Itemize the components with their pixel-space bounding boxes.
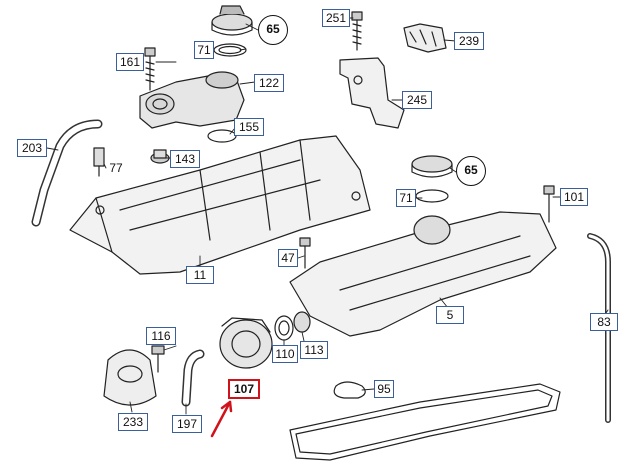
valve-assembly-122 bbox=[139, 71, 245, 129]
callout-113: 113 bbox=[300, 341, 328, 359]
oil-filler-cap-lower bbox=[411, 155, 453, 178]
callout-77: 77 bbox=[109, 161, 123, 175]
bolt-161 bbox=[144, 47, 156, 91]
callout-161: 161 bbox=[116, 53, 144, 71]
oil-filler-cap-upper bbox=[211, 5, 253, 36]
callout-11: 11 bbox=[186, 266, 214, 284]
plug-143 bbox=[150, 149, 170, 164]
callout-197: 197 bbox=[172, 415, 202, 433]
gasket-95 bbox=[333, 381, 366, 399]
hose-203 bbox=[31, 119, 103, 227]
bolt-47 bbox=[299, 237, 311, 269]
callout-83: 83 bbox=[590, 313, 618, 331]
callout-71-lower: 71 bbox=[396, 189, 416, 207]
bracket-245 bbox=[339, 57, 405, 129]
callout-95: 95 bbox=[374, 380, 394, 398]
callout-65-upper: 65 bbox=[258, 15, 288, 45]
callout-65-lower: 65 bbox=[456, 156, 486, 186]
callout-110: 110 bbox=[272, 345, 298, 363]
hose-197 bbox=[181, 349, 205, 407]
callout-245: 245 bbox=[402, 91, 432, 109]
callout-239: 239 bbox=[454, 32, 484, 50]
red-arrow bbox=[210, 400, 233, 438]
callout-122: 122 bbox=[254, 74, 284, 92]
seal-ring-lower bbox=[415, 189, 449, 203]
callout-5: 5 bbox=[436, 306, 464, 324]
callout-251: 251 bbox=[322, 9, 350, 27]
bolt-101 bbox=[543, 185, 555, 223]
bolt-116 bbox=[151, 345, 165, 373]
cylinder-head-cover-right bbox=[289, 211, 557, 337]
cylinder-head-cover-left bbox=[69, 135, 371, 275]
connector-239 bbox=[403, 23, 447, 53]
callout-116: 116 bbox=[146, 327, 176, 345]
callout-155: 155 bbox=[234, 118, 264, 136]
sensor-77 bbox=[93, 147, 105, 177]
cover-gasket bbox=[289, 383, 561, 461]
ring-113 bbox=[293, 311, 311, 333]
callout-203: 203 bbox=[17, 139, 47, 157]
callout-233: 233 bbox=[118, 413, 148, 431]
callout-71-upper: 71 bbox=[194, 41, 214, 59]
cover-233 bbox=[103, 349, 157, 406]
oil-separator-107 bbox=[219, 317, 273, 369]
callout-101: 101 bbox=[560, 188, 588, 206]
callout-47: 47 bbox=[278, 249, 298, 267]
bolt-251 bbox=[351, 11, 363, 51]
seal-ring-155 bbox=[207, 129, 237, 143]
breather-pipe-83 bbox=[587, 233, 611, 423]
callout-143: 143 bbox=[170, 150, 200, 168]
callout-107: 107 bbox=[228, 379, 260, 399]
ring-110 bbox=[274, 315, 294, 341]
